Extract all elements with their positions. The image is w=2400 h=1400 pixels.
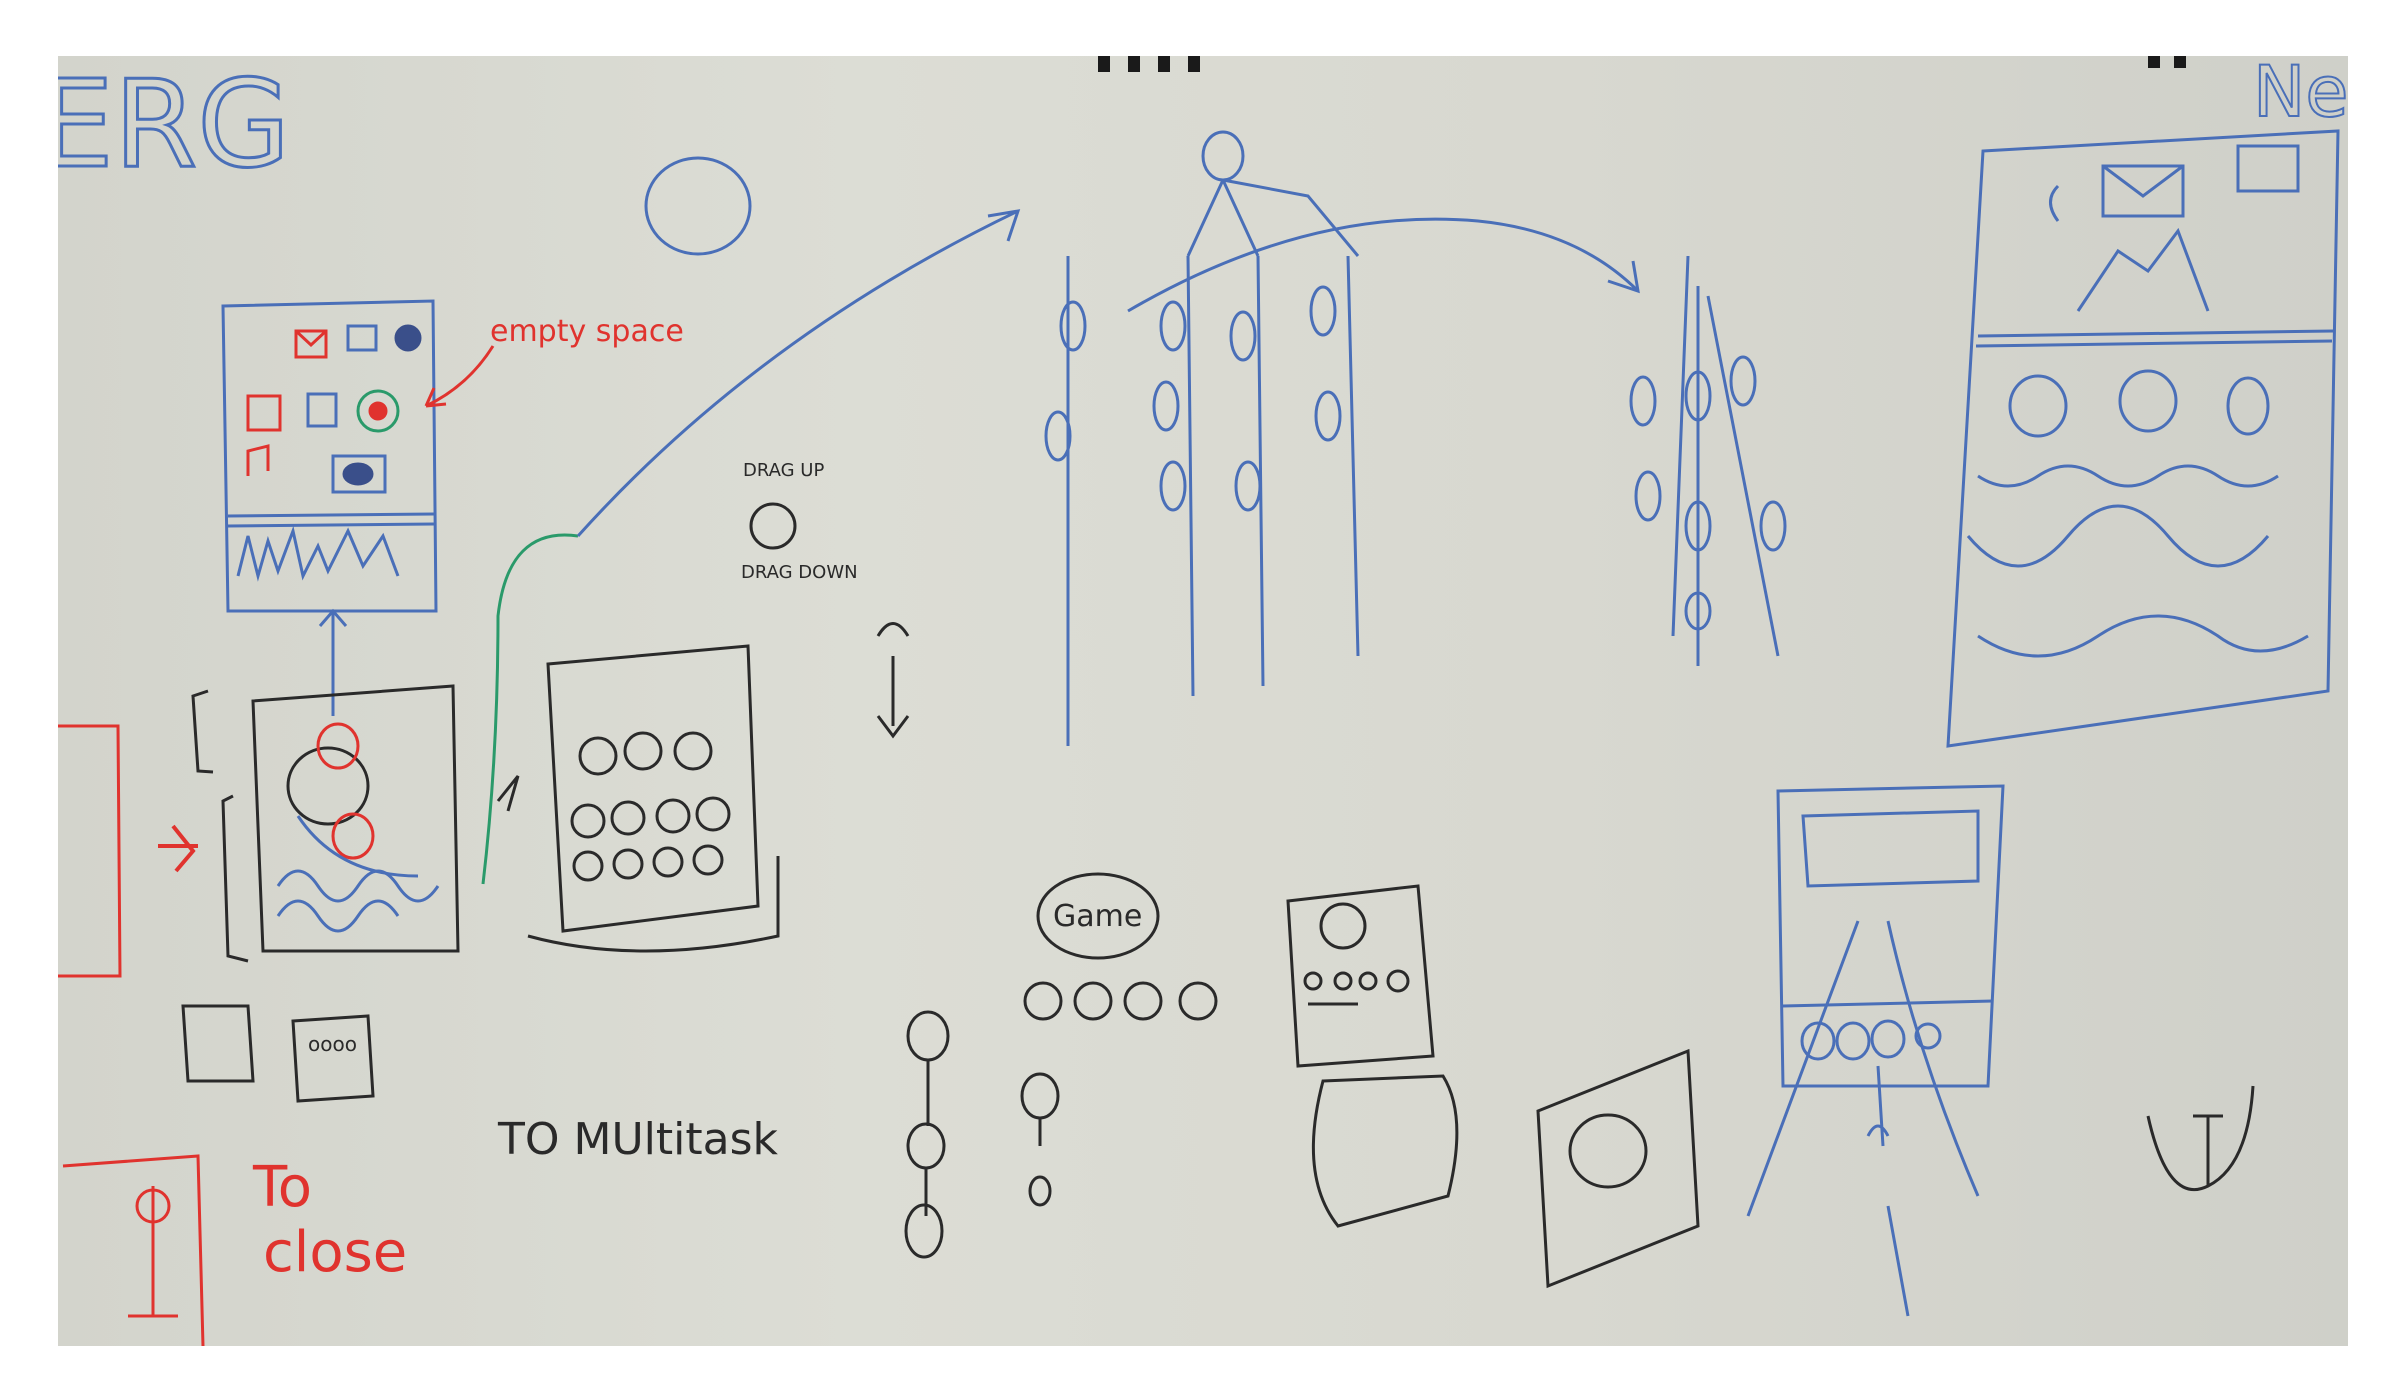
empty-space-annotation: empty space [490,314,684,349]
rounded-square-sketch [1311,1074,1459,1228]
road-phone-sketch [1746,784,2005,1317]
game-dots [1023,981,1218,1021]
app-preview-card-sketch [1286,884,1435,1068]
whiteboard-sketches: ERG empty space [58,56,2348,1346]
close-label-line1: To [252,1155,312,1220]
magnets [1098,56,2186,72]
multitask-label: TO MUltitask [497,1114,779,1165]
hierarchy-sketch-left [1044,130,1640,746]
icon-frame-sketch [1536,1048,1700,1289]
drag-up-label: DRAG UP [743,460,824,481]
drag-down-label: DRAG DOWN [741,562,858,583]
thumbnail-sketches [181,1004,375,1103]
right-phone-sketch [1946,129,2340,748]
app-grid-card-sketch [527,644,780,953]
home-screen-sketch [221,299,438,613]
whiteboard-photo: ERG empty space [58,56,2348,1346]
thumb-dots: oooo [308,1032,357,1056]
header-fragment: ERG [58,56,290,195]
circle-sketch [644,156,752,256]
hierarchy-sketch-right [1629,255,1787,666]
corner-fragment: Nev [2253,56,2348,133]
phone-map-sketch [191,684,460,963]
multitask-chain [904,1010,1060,1259]
game-label: Game [1053,899,1142,934]
anchor-sketch [2146,1085,2255,1192]
close-gesture-sketch [62,1154,205,1346]
close-label-line2: close [263,1220,407,1285]
